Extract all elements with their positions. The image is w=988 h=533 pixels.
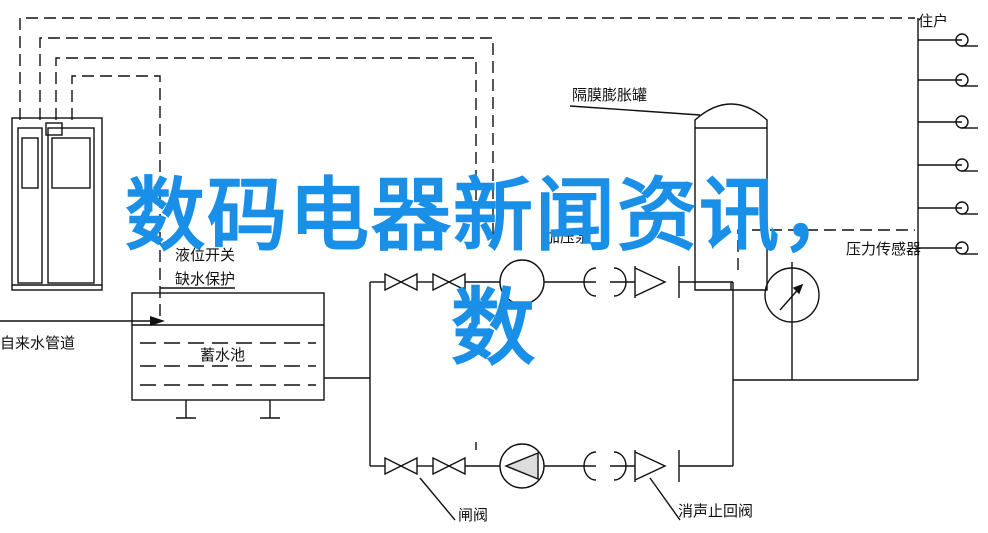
expansion-tank <box>694 103 768 291</box>
gate-valve-label: 闸阀 <box>458 506 488 524</box>
overlay-headline: 数码电器新闻资讯， <box>125 169 863 262</box>
lower-pump-line <box>370 443 733 489</box>
leader-gate-valve <box>419 477 456 521</box>
dashed-control-line-2 <box>39 37 494 240</box>
sensor-label: 压力传感器 <box>846 240 921 258</box>
dashed-control-line-1 <box>19 17 915 120</box>
water-shortage-label: 缺水保护 <box>175 270 235 288</box>
pressure-sensor <box>764 262 820 380</box>
residents-label: 住户 <box>918 12 948 30</box>
tap-water-pipe-label: 自来水管道 <box>0 334 75 352</box>
dashed-control-line-3 <box>55 57 477 240</box>
expansion-tank-label: 隔膜膨胀罐 <box>572 86 647 104</box>
pressure-pump-label: 加压泵 <box>545 228 590 246</box>
dashed-control-line-6 <box>737 229 915 270</box>
reservoir-label: 蓄水池 <box>200 346 245 364</box>
dashed-control-line-4 <box>71 75 161 322</box>
leader-expansion-tank <box>569 105 701 116</box>
overlay-headline-continued: 数 <box>450 279 537 377</box>
upper-pump-line <box>370 259 733 305</box>
leader-check-valve <box>649 477 681 521</box>
level-switch-label: 液位开关 <box>175 246 235 264</box>
control-cabinet <box>11 117 103 291</box>
inlet-arrow <box>150 316 165 326</box>
check-valve-label: 消声止回阀 <box>678 502 753 520</box>
resident-taps <box>918 33 978 255</box>
reservoir-tank <box>131 292 325 419</box>
